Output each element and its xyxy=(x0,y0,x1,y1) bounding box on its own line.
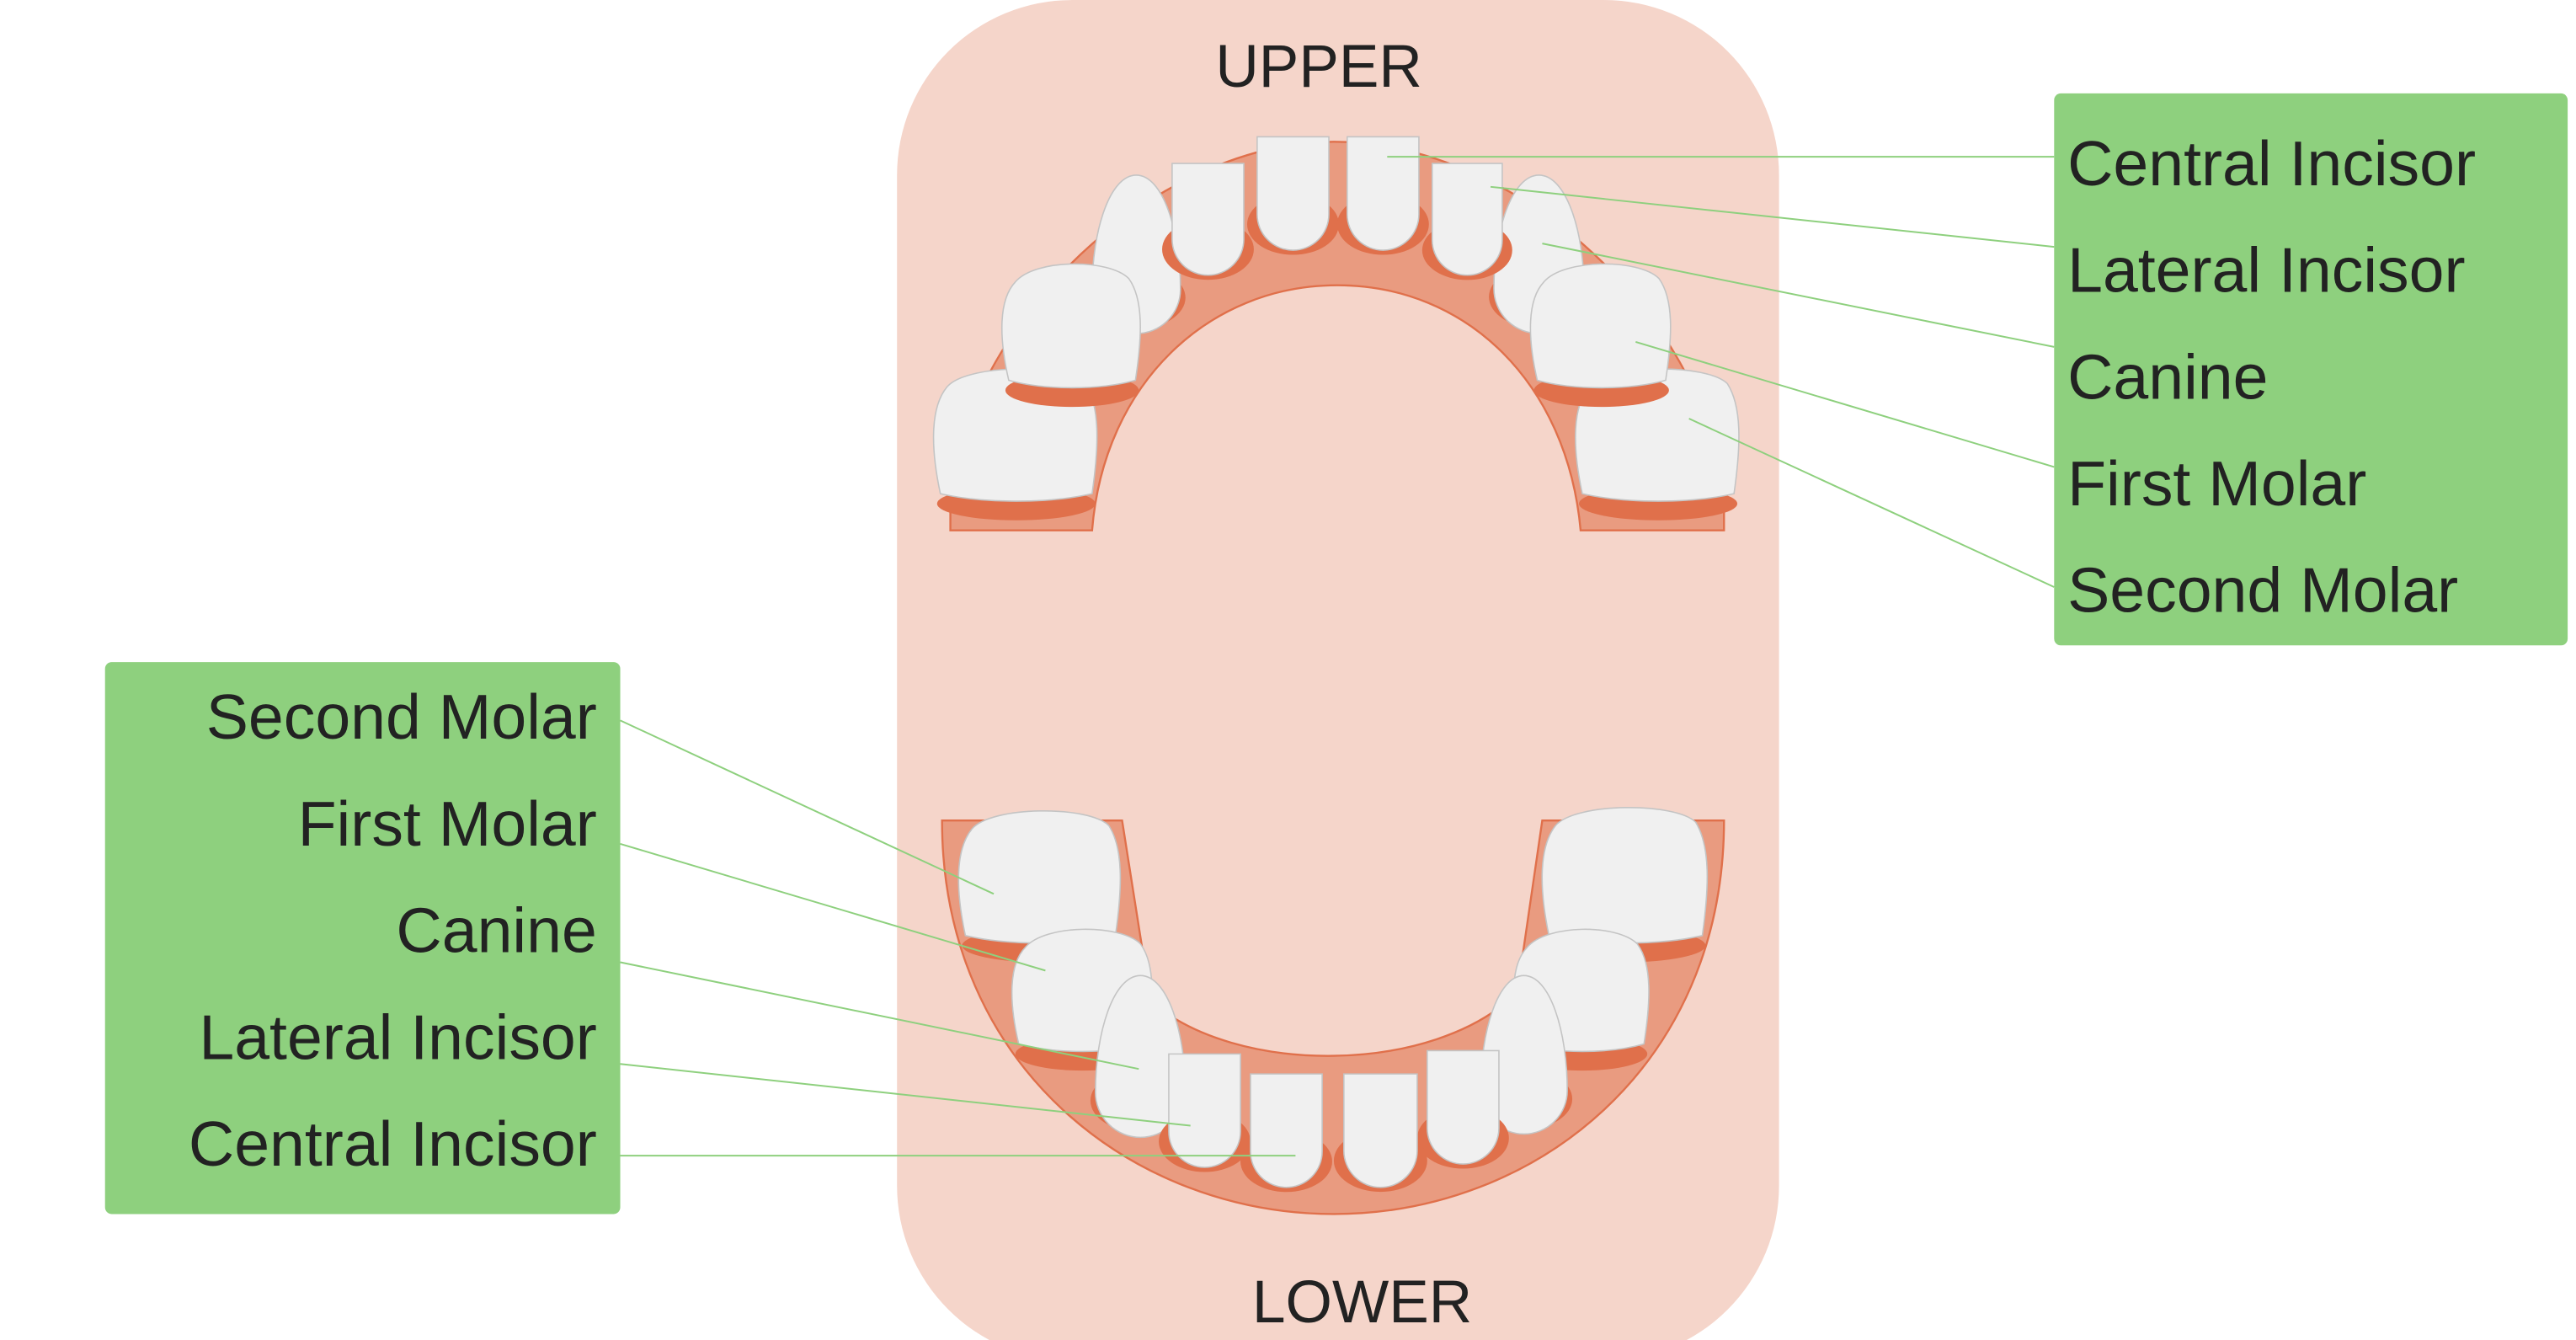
lower-lateral-incisor-right xyxy=(1427,1049,1500,1165)
upper-label-box xyxy=(2054,93,2568,646)
leader-line xyxy=(1542,243,2055,348)
leader-line xyxy=(1490,185,2055,248)
upper-first-molar-right xyxy=(1529,263,1672,389)
lower-label-lateral-incisor: Lateral Incisor xyxy=(199,1001,596,1072)
upper-central-incisor-left xyxy=(1256,136,1330,251)
teeth-group xyxy=(932,136,1740,1193)
leader-line xyxy=(620,719,995,895)
leader-line xyxy=(620,961,1139,1070)
lower-central-incisor-left xyxy=(1250,1073,1323,1188)
lower-label-second-molar: Second Molar xyxy=(206,681,597,752)
upper-label-central-incisor: Central Incisor xyxy=(2067,128,2476,199)
upper-central-incisor-right xyxy=(1346,136,1420,251)
leader-line xyxy=(620,1063,1191,1127)
lower-lateral-incisor-left xyxy=(1168,1053,1241,1168)
lower-second-molar-right xyxy=(1541,807,1709,944)
upper-first-molar-left xyxy=(1000,263,1141,389)
leader-line xyxy=(620,842,1046,972)
lower-central-incisor-right xyxy=(1343,1073,1418,1188)
lower-label-first-molar: First Molar xyxy=(298,788,597,859)
lower-label-central-incisor: Central Incisor xyxy=(189,1108,597,1179)
upper-label-second-molar: Second Molar xyxy=(2067,555,2458,626)
lower-jaw-title: LOWER xyxy=(1252,1268,1472,1336)
lower-label-box xyxy=(104,662,621,1215)
lower-leader-lines xyxy=(620,719,1296,1157)
upper-lateral-incisor-left xyxy=(1171,163,1245,276)
upper-leader-lines xyxy=(1387,156,2055,588)
upper-label-first-molar: First Molar xyxy=(2067,448,2366,519)
upper-label-canine: Canine xyxy=(2067,341,2268,412)
upper-jaw-title: UPPER xyxy=(1215,33,1422,100)
lower-label-canine: Canine xyxy=(396,895,596,966)
lower-second-molar-left xyxy=(957,810,1122,944)
upper-lateral-incisor-right xyxy=(1431,163,1503,276)
leader-line xyxy=(1688,418,2055,588)
upper-label-lateral-incisor: Lateral Incisor xyxy=(2067,235,2465,306)
leader-line xyxy=(1635,340,2055,468)
